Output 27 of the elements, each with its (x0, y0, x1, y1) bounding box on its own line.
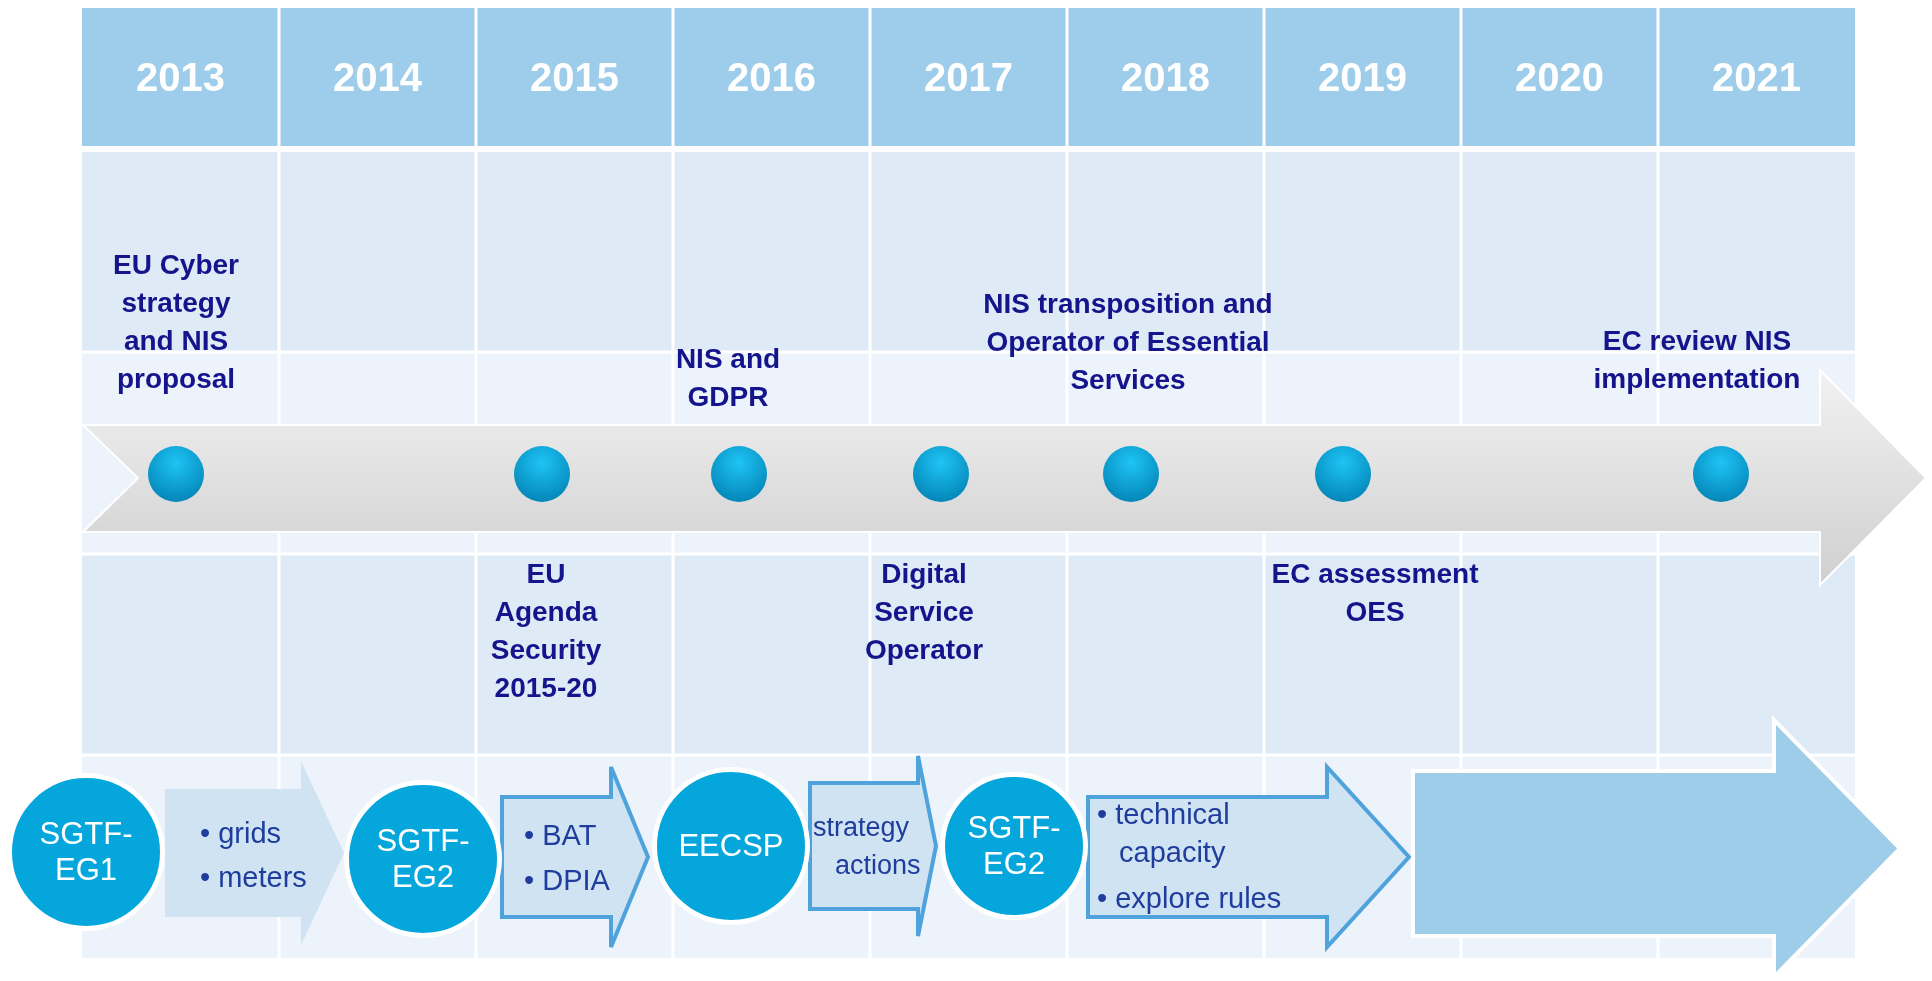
event-label: EC review NIS implementation (1592, 324, 1802, 396)
event-label: EU Cyber strategy and NIS proposal (111, 248, 240, 396)
arrow-text: • grids (200, 816, 283, 851)
block-arrow (500, 765, 651, 949)
year-label: 2015 (529, 54, 620, 101)
event-label: Digital Service Operator (863, 557, 985, 667)
arrow-text: • explore rules (1097, 881, 1283, 916)
arrow-text: • BAT (524, 818, 598, 853)
block-arrow (1086, 761, 1412, 953)
year-label: 2013 (135, 54, 226, 101)
block-arrow (808, 754, 939, 938)
year-label: 2014 (332, 54, 423, 101)
block-arrow (165, 761, 344, 945)
event-label: NIS transposition and Operator of Essential Services (982, 287, 1274, 397)
event-label: EC assessment OES (1270, 557, 1480, 629)
year-label: 2018 (1120, 54, 1211, 101)
year-label: 2017 (923, 54, 1014, 101)
arrow-text: • technical capacity (1097, 797, 1231, 870)
arrow-text: • meters (200, 860, 308, 895)
event-label: NIS and GDPR (674, 342, 782, 414)
event-label: EU Agenda Security 2015-20 (489, 557, 603, 705)
year-label: 2016 (726, 54, 817, 101)
year-label: 2021 (1711, 54, 1802, 101)
year-label: 2020 (1514, 54, 1605, 101)
year-label: 2019 (1317, 54, 1408, 101)
arrow-text: • DPIA (524, 863, 611, 898)
arrow-text: strategy actions (813, 811, 922, 882)
